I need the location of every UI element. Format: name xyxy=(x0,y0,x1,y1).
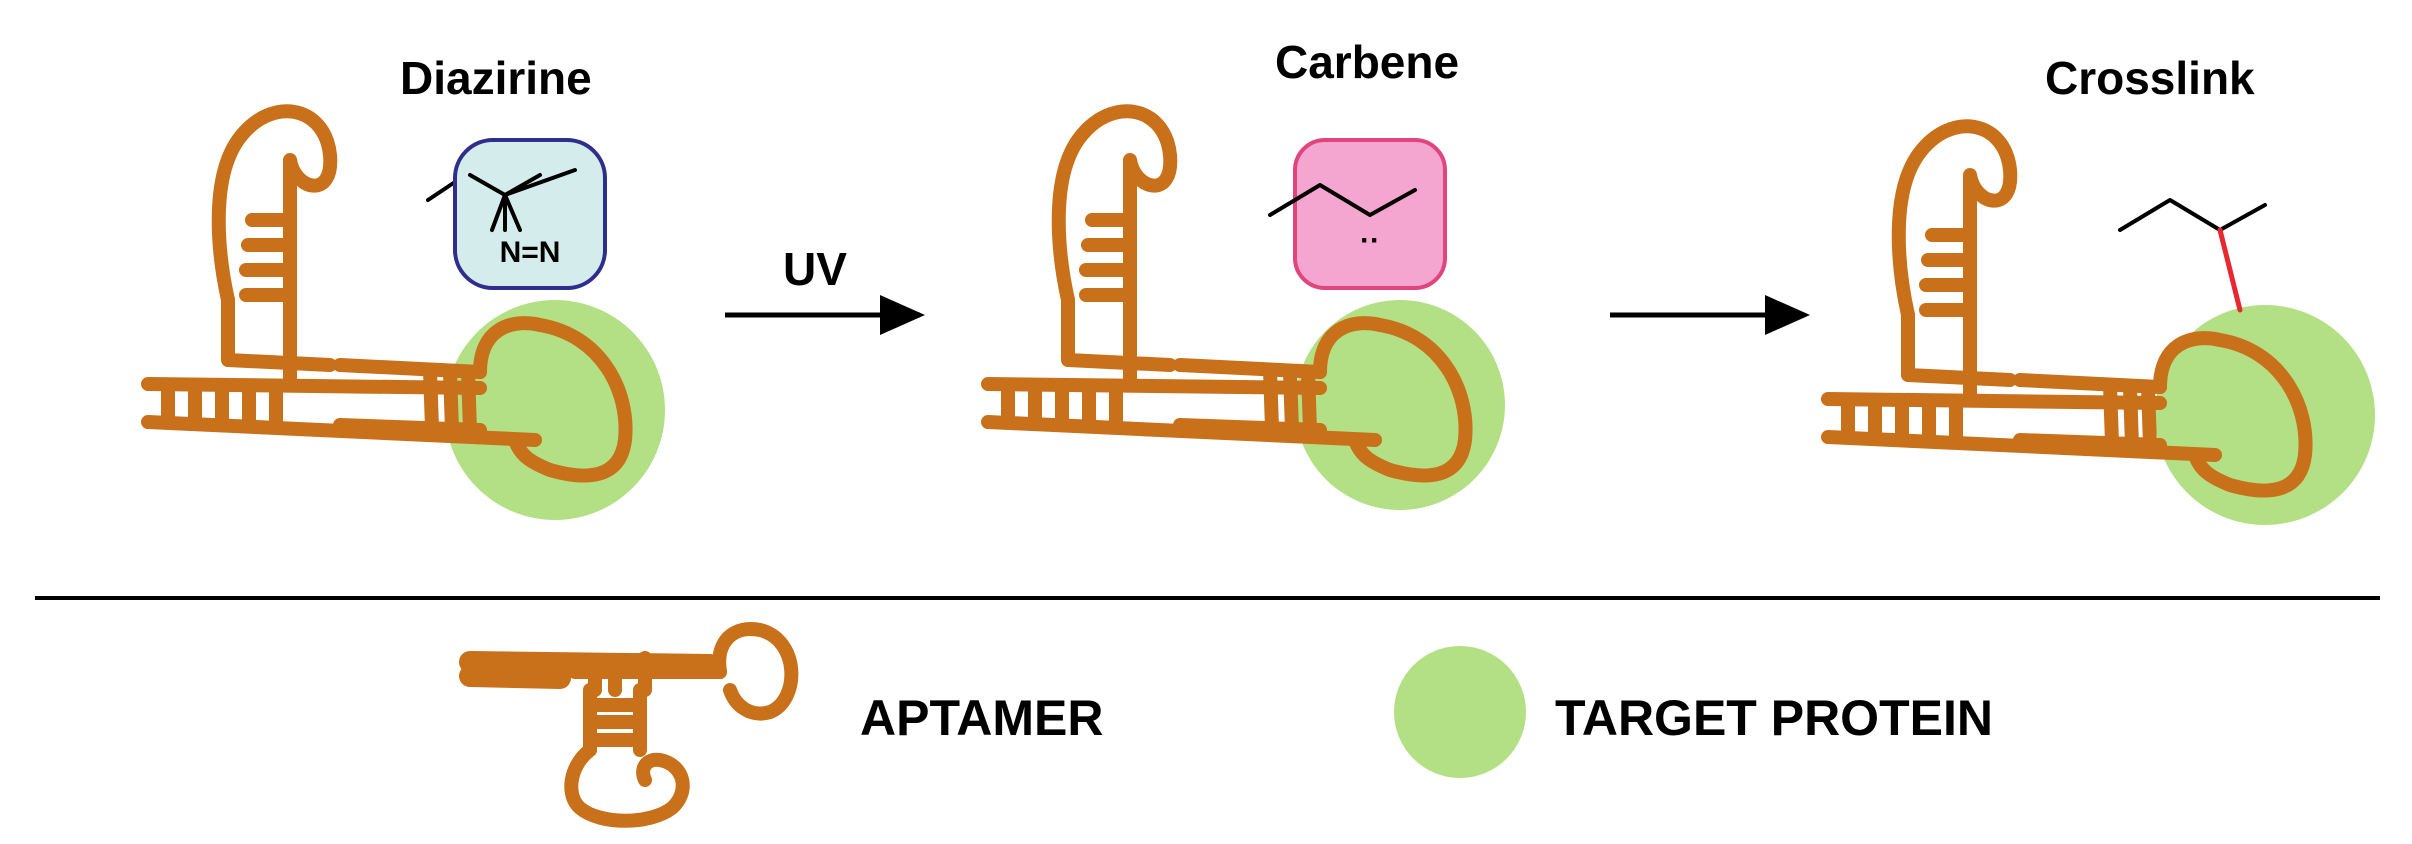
stage-diazirine: Diazirine N=N xyxy=(148,52,665,520)
legend-protein-icon xyxy=(1394,646,1526,778)
stage-title-diazirine: Diazirine xyxy=(400,52,592,104)
crosslink-bond xyxy=(2217,227,2243,313)
stage-title-crosslink: Crosslink xyxy=(2045,52,2255,104)
legend: APTAMER TARGET PROTEIN xyxy=(459,622,1993,828)
stage-carbene: Carbene ·· xyxy=(988,36,1505,510)
diazirine-group-box xyxy=(453,138,607,290)
stage-crosslink: Crosslink xyxy=(1828,52,2375,525)
carbene-lone-pair-label: ·· xyxy=(1360,224,1380,257)
reaction-arrow-uv: UV xyxy=(725,243,925,335)
legend-label-target-protein: TARGET PROTEIN xyxy=(1555,690,1993,746)
stage-title-carbene: Carbene xyxy=(1275,36,1459,88)
legend-label-aptamer: APTAMER xyxy=(860,690,1104,746)
arrow-label-uv: UV xyxy=(783,243,847,295)
carbene-bonds xyxy=(1268,183,1417,217)
diazirine-n-n-label: N=N xyxy=(500,236,561,269)
crosslink-bonds xyxy=(2118,198,2267,232)
legend-aptamer-icon xyxy=(459,622,799,828)
diazirine-bonds xyxy=(468,168,577,232)
